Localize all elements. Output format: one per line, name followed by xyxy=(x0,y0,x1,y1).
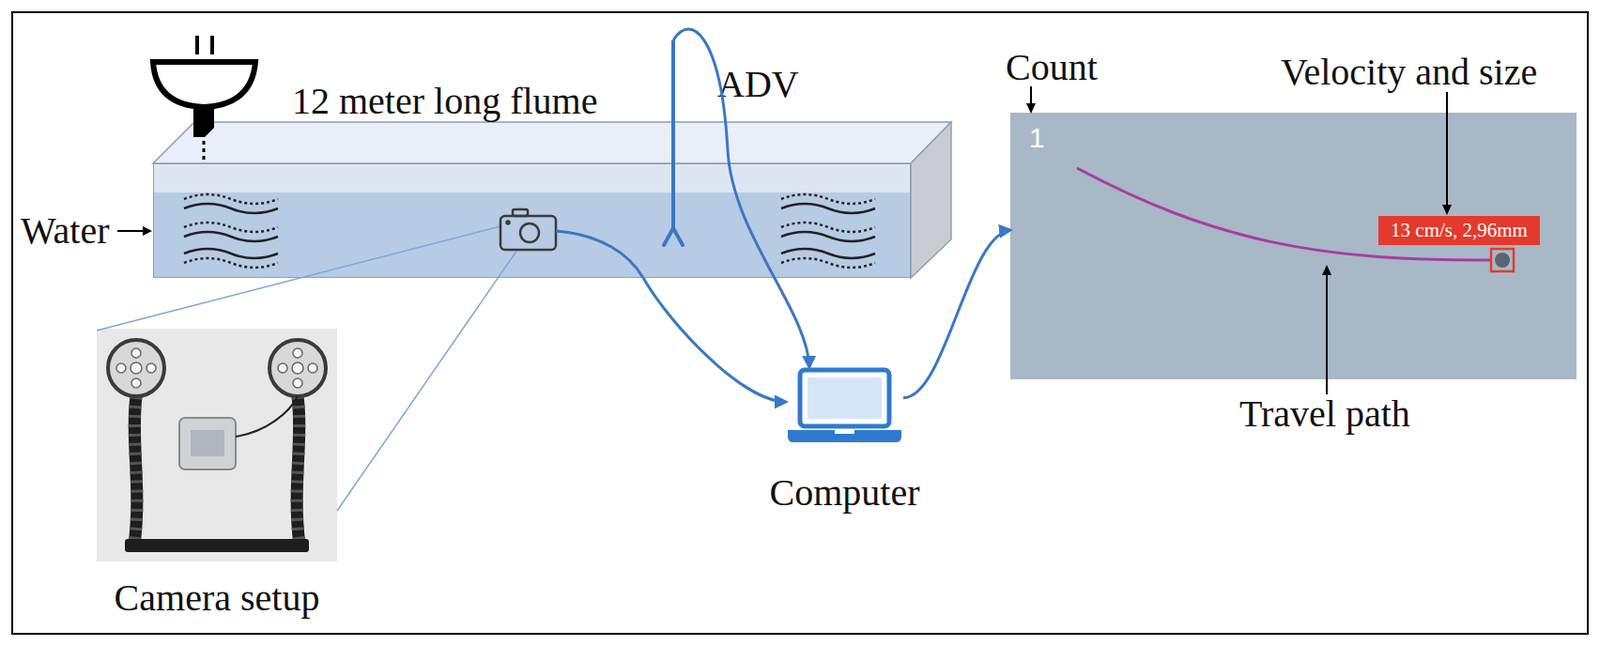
tracking-frame: 1 13 cm/s, 2,96mm xyxy=(1010,112,1577,380)
gooseneck-arm xyxy=(296,396,300,545)
computer-label: Computer xyxy=(729,471,960,515)
callout-label: Travel path xyxy=(1239,392,1411,436)
data-flow-arrow xyxy=(903,230,1011,399)
photo-background xyxy=(96,328,338,562)
camera-housing xyxy=(179,417,236,470)
light-head xyxy=(269,339,326,397)
led xyxy=(116,363,126,373)
led xyxy=(131,378,141,388)
led xyxy=(130,362,142,374)
flume-title: 12 meter long flume xyxy=(292,79,598,124)
flume-side-face xyxy=(910,122,952,278)
flume-tank: 12 meter long flume xyxy=(153,163,911,278)
laptop-computer: Computer xyxy=(785,367,904,445)
camera-setup-photo: Camera setup xyxy=(96,328,338,562)
adv-probe: ADV xyxy=(661,40,685,247)
laptop-computer-art xyxy=(785,367,904,445)
water-inflow xyxy=(202,140,206,162)
led-group xyxy=(116,348,318,388)
water-arrow-head xyxy=(142,226,153,236)
gooseneck-arm xyxy=(134,396,138,545)
camera-setup-photo-art xyxy=(96,328,338,562)
laptop-display xyxy=(807,377,882,419)
led xyxy=(146,363,156,373)
laptop-screen xyxy=(800,369,890,427)
led xyxy=(131,348,141,358)
leader-line xyxy=(337,249,518,511)
photo-caption: Camera setup xyxy=(77,576,356,620)
callout-arrow xyxy=(1030,86,1032,106)
funnel-bowl xyxy=(153,61,256,108)
water-arrow-shaft xyxy=(117,230,147,232)
funnel-handle xyxy=(210,35,215,55)
tag-text: 13 cm/s, 2,96mm xyxy=(1378,215,1540,246)
led xyxy=(307,363,318,373)
gooseneck-segments xyxy=(296,396,300,545)
flume-top-face xyxy=(153,122,952,164)
light-head xyxy=(107,339,165,397)
led xyxy=(277,363,288,373)
count-number: 1 xyxy=(1029,122,1046,154)
probe-head xyxy=(663,228,683,246)
figure-border xyxy=(12,12,1588,634)
data-flow-arrow xyxy=(643,277,786,402)
laptop-notch xyxy=(834,430,855,434)
led xyxy=(292,362,304,374)
led xyxy=(292,348,303,358)
callout-label: Count xyxy=(1005,46,1098,90)
laptop-base xyxy=(787,430,902,443)
adv-probe-art xyxy=(661,40,685,247)
funnel-handle xyxy=(195,35,200,55)
water-label: Water xyxy=(20,209,110,253)
velocity-size-tag: 13 cm/s, 2,96mm xyxy=(1378,215,1540,246)
light-cable xyxy=(235,396,298,437)
instrument-label: ADV xyxy=(717,62,800,107)
funnel-spout xyxy=(193,105,215,138)
probe-stem xyxy=(671,40,676,229)
camera-window xyxy=(190,430,225,457)
callout-label: Velocity and size xyxy=(1280,50,1538,94)
led xyxy=(292,378,303,388)
gooseneck-segments xyxy=(134,396,138,545)
mount-bar xyxy=(124,538,309,553)
